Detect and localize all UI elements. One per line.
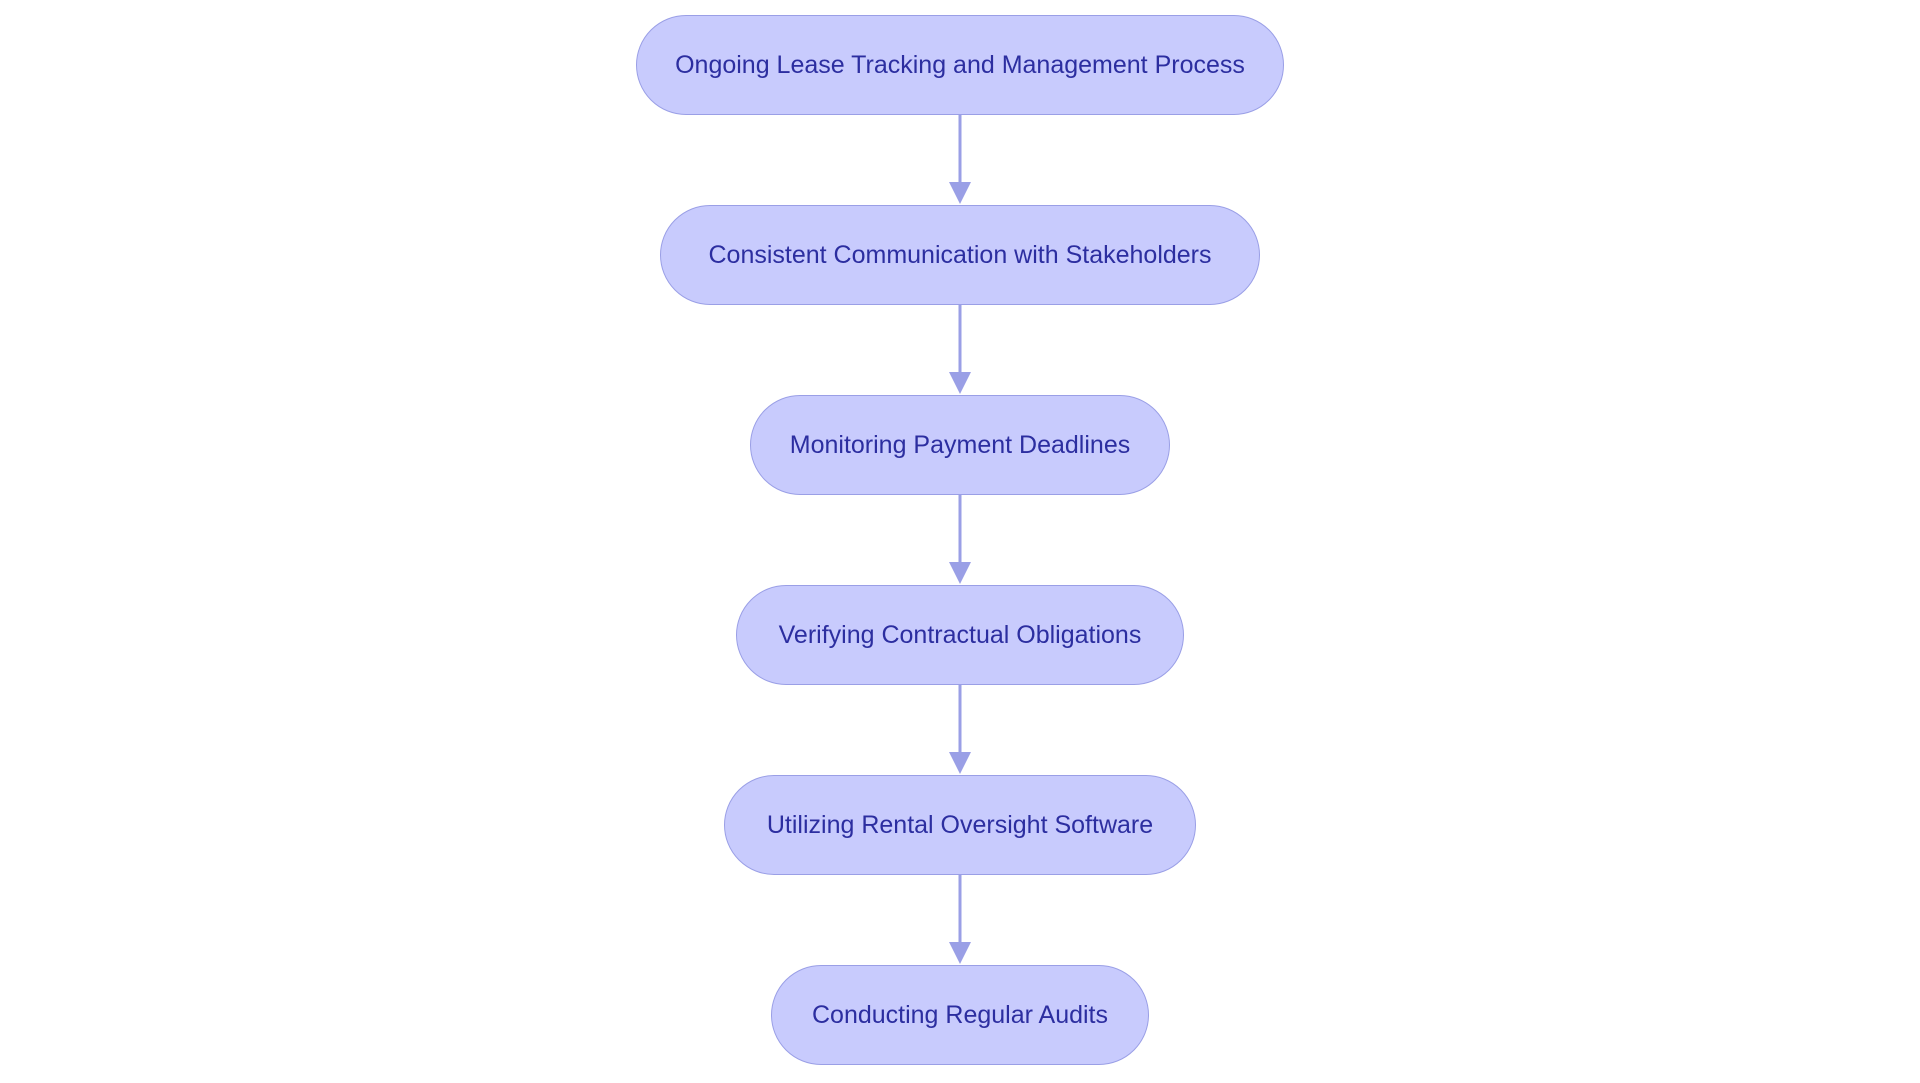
flow-node-label: Conducting Regular Audits (811, 1000, 1109, 1029)
arrowhead-n1-n2 (949, 182, 971, 204)
flow-node-regular-audits: Conducting Regular Audits (771, 965, 1149, 1065)
flow-node-rental-software: Utilizing Rental Oversight Software (724, 775, 1196, 875)
flow-node-label: Monitoring Payment Deadlines (789, 430, 1131, 459)
arrowhead-n2-n3 (949, 372, 971, 394)
arrowhead-n3-n4 (949, 562, 971, 584)
flow-node-stakeholder-communication: Consistent Communication with Stakeholde… (660, 205, 1260, 305)
flow-node-payment-deadlines: Monitoring Payment Deadlines (750, 395, 1170, 495)
flow-node-label: Utilizing Rental Oversight Software (766, 810, 1154, 839)
arrowhead-n5-n6 (949, 942, 971, 964)
flow-node-label: Ongoing Lease Tracking and Management Pr… (675, 50, 1245, 79)
flow-node-label: Verifying Contractual Obligations (778, 620, 1142, 649)
arrowhead-n4-n5 (949, 752, 971, 774)
flow-node-label: Consistent Communication with Stakeholde… (708, 240, 1212, 269)
flow-node-contractual-obligations: Verifying Contractual Obligations (736, 585, 1184, 685)
flow-node-lease-tracking: Ongoing Lease Tracking and Management Pr… (636, 15, 1284, 115)
